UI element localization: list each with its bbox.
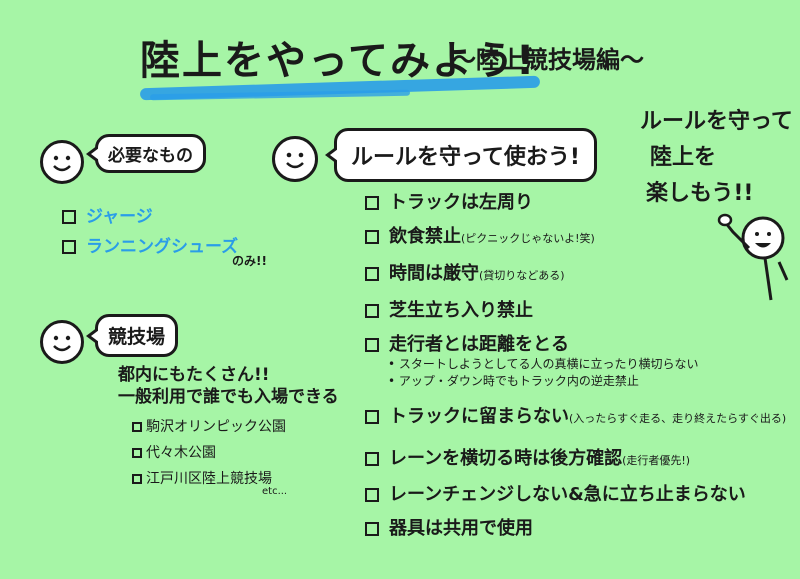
needs-note: のみ!! xyxy=(232,254,267,268)
checkbox-icon xyxy=(132,474,142,484)
checkbox-icon xyxy=(365,267,379,281)
checkbox-icon xyxy=(365,230,379,244)
slogan-line: 楽しもう!! xyxy=(646,181,754,206)
stadium-place: 駒沢オリンピック公園 xyxy=(132,416,286,436)
rule-item: 器具は共用で使用 xyxy=(365,514,533,540)
smiley-face-icon xyxy=(272,136,318,182)
checkbox-icon xyxy=(365,452,379,466)
needs-item: ランニングシューズ xyxy=(62,232,238,257)
checkbox-icon xyxy=(365,522,379,536)
slogan-line: ルールを守って xyxy=(640,109,793,134)
slogan-line: 陸上を xyxy=(650,145,717,170)
rule-item: 走行者とは距離をとる xyxy=(365,330,569,356)
rule-item: 飲食禁止(ピクニックじゃないよ!笑) xyxy=(365,222,595,248)
rule-item: レーンチェンジしない&急に立ち止まらない xyxy=(365,480,746,506)
rules-heading: ルールを守って使おう! xyxy=(334,128,597,182)
rule-item: レーンを横切る時は後方確認(走行者優先!) xyxy=(365,444,690,470)
needs-heading: 必要なもの xyxy=(95,134,206,173)
smiley-face-icon xyxy=(40,320,84,364)
stadium-etc: etc... xyxy=(262,486,288,497)
checkbox-icon xyxy=(365,304,379,318)
rule-sub-bullet: • スタートしようとしてる人の真横に立ったり横切らない xyxy=(388,357,699,371)
page-title: 陸上をやってみよう! xyxy=(140,38,537,84)
rule-sub-bullet: • アップ・ダウン時でもトラック内の逆走禁止 xyxy=(388,374,639,388)
slogan: ルールを守って 陸上を 楽しもう!! xyxy=(640,104,793,212)
checkbox-icon xyxy=(62,240,76,254)
checkbox-icon xyxy=(132,448,142,458)
rule-item: 芝生立ち入り禁止 xyxy=(365,296,533,322)
stadium-line: 都内にもたくさん!! xyxy=(118,365,270,385)
stadium-heading: 競技場 xyxy=(95,314,179,357)
rule-item: 時間は厳守(貸切りなどある) xyxy=(365,259,565,285)
stadium-place: 代々木公園 xyxy=(132,442,216,462)
needs-item: ジャージ xyxy=(62,202,153,227)
smiley-face-icon xyxy=(40,140,84,184)
checkbox-icon xyxy=(132,422,142,432)
checkbox-icon xyxy=(62,210,76,224)
rule-item: トラックに留まらない(入ったらすぐ走る、走り終えたらすぐ出る) xyxy=(365,402,786,428)
stadium-place: 江戸川区陸上競技場 xyxy=(132,468,272,488)
stick-figure-icon xyxy=(717,213,789,301)
page-subtitle: 〜陸上競技場編〜 xyxy=(452,46,644,74)
checkbox-icon xyxy=(365,410,379,424)
stadium-line: 一般利用で誰でも入場できる xyxy=(118,387,339,407)
checkbox-icon xyxy=(365,338,379,352)
rule-item: トラックは左周り xyxy=(365,188,533,214)
checkbox-icon xyxy=(365,488,379,502)
checkbox-icon xyxy=(365,196,379,210)
